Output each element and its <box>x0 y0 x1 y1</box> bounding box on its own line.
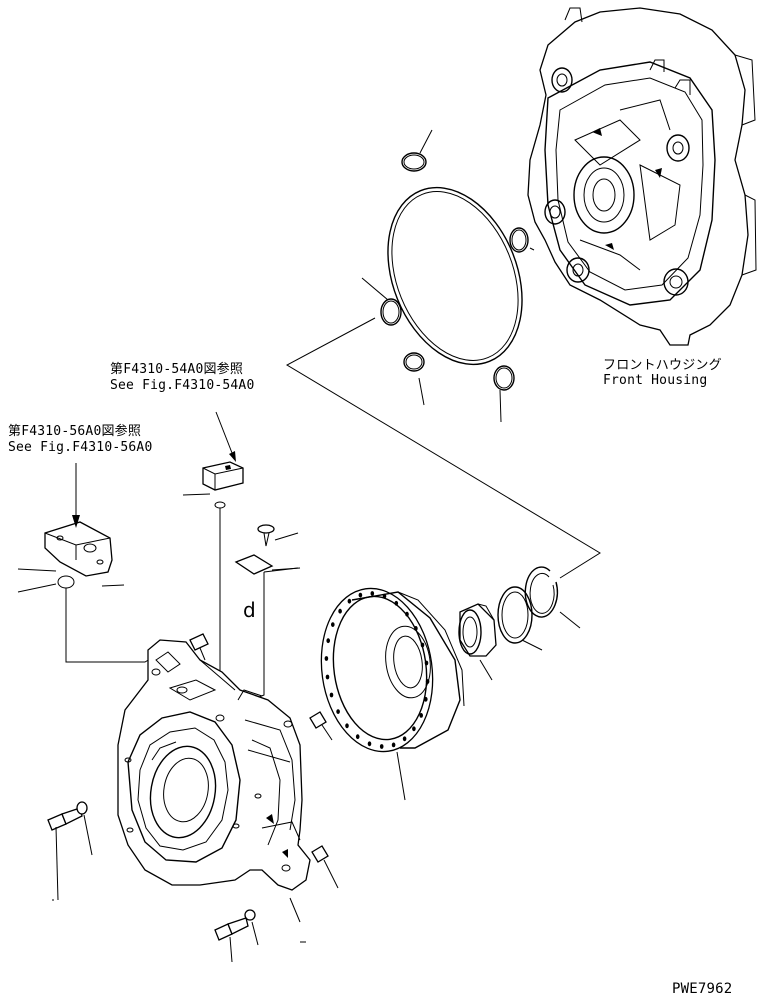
leader-lines <box>287 130 600 578</box>
o-ring-icon <box>381 153 528 390</box>
ring-gear-bolt-hole <box>379 744 384 749</box>
hex-bolt-icon <box>48 634 338 962</box>
ring-gear-bolt-hole <box>382 593 387 599</box>
ring-gear-bolt-hole <box>425 679 430 684</box>
ring-gear-bolt-hole <box>329 692 334 698</box>
ring-gear-bolt-hole <box>345 723 349 729</box>
ring-gear-bolt-hole <box>420 642 425 648</box>
ref-56a0-label-en: See Fig.F4310-56A0 <box>8 440 153 455</box>
detail-letter: d <box>243 598 256 622</box>
flywheel-housing-icon <box>118 640 310 890</box>
ref-56a0-label-jp: 第F4310-56A0図参照 <box>8 424 142 439</box>
ring-gear-bolt-hole <box>325 674 330 680</box>
washer-icon <box>77 802 300 945</box>
ring-gear-bolt-hole <box>358 592 363 598</box>
ring-gear-bolt-hole <box>414 626 418 631</box>
ring-gear-bolt-hole <box>331 622 335 627</box>
ref-54a0-label-jp: 第F4310-54A0図参照 <box>110 362 244 377</box>
ring-gear-bolt-hole <box>424 696 428 702</box>
ring-gear-icon <box>311 581 464 800</box>
ring-gear-bolt-hole <box>419 713 424 718</box>
ring-gear-bolt-hole <box>424 660 429 666</box>
ring-gear-bolt-hole <box>367 741 372 747</box>
front-housing-label-jp: フロントハウジング <box>603 358 722 373</box>
small-screw-icon <box>258 525 298 546</box>
drawing-number: PWE7962 <box>672 981 733 997</box>
front-housing-label-en: Front Housing <box>603 373 708 388</box>
cover-plate-icon <box>18 463 165 662</box>
small-plate-icon <box>236 555 300 705</box>
ring-gear-bolt-hole <box>355 734 360 740</box>
ref-54a0-label-en: See Fig.F4310-54A0 <box>110 378 255 393</box>
ring-gear-bolt-hole <box>412 726 416 732</box>
shim-ring-icon <box>498 587 542 650</box>
ring-gear-bolt-hole <box>370 591 375 596</box>
ring-gear-bolt-hole <box>394 600 399 606</box>
front-housing-icon <box>528 8 756 345</box>
snap-ring-icon <box>525 567 580 628</box>
ring-gear-bolt-hole <box>391 742 396 748</box>
ring-gear-bolt-hole <box>326 638 331 644</box>
ring-gear-bolt-hole <box>347 598 352 604</box>
gasket-ring-icon <box>363 167 547 384</box>
ring-gear-bolt-hole <box>336 709 340 714</box>
ring-gear-bolt-hole <box>324 656 329 661</box>
bearing-icon <box>459 604 496 680</box>
ring-gear-bolt-hole <box>338 608 342 614</box>
ring-gear-bolt-hole <box>405 611 409 617</box>
sensor-block-icon <box>183 412 243 712</box>
ring-gear-bolt-hole <box>402 736 407 742</box>
